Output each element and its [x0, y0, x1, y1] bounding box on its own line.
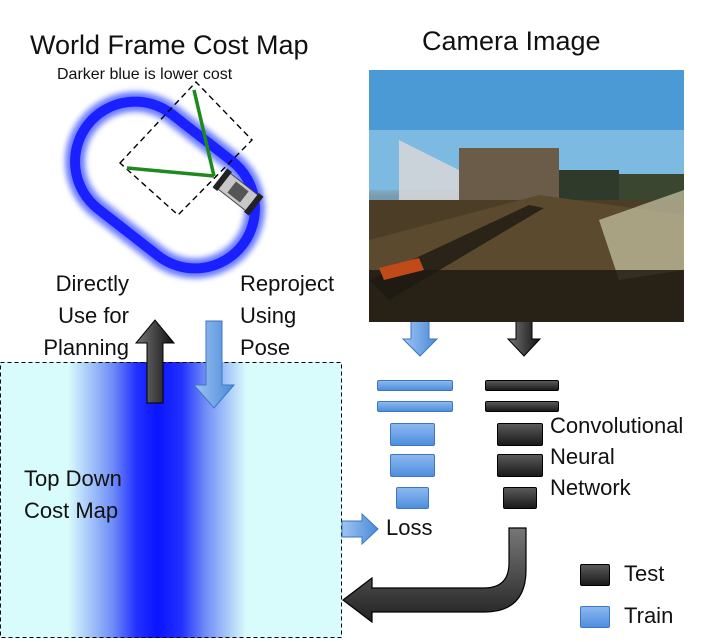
cnn-line-3: Network: [550, 475, 631, 500]
top-down-cost-map: [0, 362, 342, 638]
test-arrow-camera: [506, 320, 542, 357]
train-arrow-camera: [401, 320, 439, 357]
reproject-label: Reproject Using Pose: [240, 268, 334, 364]
camera-image: [369, 70, 684, 322]
legend-test-label: Test: [624, 561, 665, 586]
test-up-arrow: [134, 319, 176, 404]
camera-scene: [369, 70, 684, 322]
cost-note: Darker blue is lower cost: [57, 66, 233, 83]
train-down-arrow: [192, 320, 236, 409]
legend-test-swatch: [580, 564, 610, 586]
track-oval: [65, 91, 265, 279]
cnn-line-2: Neural: [550, 444, 615, 469]
test-conv-layer-1: [497, 423, 543, 446]
train-fc-layer-2: [377, 401, 453, 412]
view-line-left: [126, 166, 215, 178]
view-line-right: [192, 89, 216, 177]
reproject-line-2: Using: [240, 303, 297, 328]
legend-train-label: Train: [624, 603, 674, 628]
top-down-label: Top Down Cost Map: [24, 463, 122, 527]
camera-view-box: [118, 80, 253, 216]
reproject-line-3: Pose: [240, 335, 291, 360]
loss-label: Loss: [386, 515, 433, 540]
cnn-label: Convolutional Neural Network: [550, 410, 683, 503]
loss-arrow: [341, 512, 379, 546]
car-icon: [212, 168, 264, 216]
train-conv-layer-3: [396, 487, 429, 509]
test-conv-layer-3: [503, 487, 537, 509]
directly-use-line-3: Planning: [43, 335, 129, 360]
test-fc-layer-1: [485, 380, 559, 391]
cnn-line-1: Convolutional: [550, 413, 684, 438]
test-conv-layer-2: [497, 454, 543, 477]
legend-train-swatch: [580, 606, 610, 628]
top-down-line-2: Cost Map: [24, 498, 119, 523]
reproject-line-1: Reproject: [240, 271, 335, 296]
train-conv-layer-1: [390, 423, 435, 446]
directly-use-label: Directly Use for Planning: [25, 268, 129, 364]
train-conv-layer-2: [390, 454, 435, 477]
top-down-line-1: Top Down: [24, 466, 122, 491]
test-fc-layer-2: [485, 401, 559, 412]
directly-use-line-2: Use for: [58, 303, 129, 328]
train-fc-layer-1: [377, 380, 453, 391]
camera-image-title: Camera Image: [422, 26, 601, 56]
directly-use-line-1: Directly: [55, 271, 129, 296]
world-frame-title: World Frame Cost Map: [30, 30, 309, 60]
cnn-output-arrow: [342, 527, 527, 624]
